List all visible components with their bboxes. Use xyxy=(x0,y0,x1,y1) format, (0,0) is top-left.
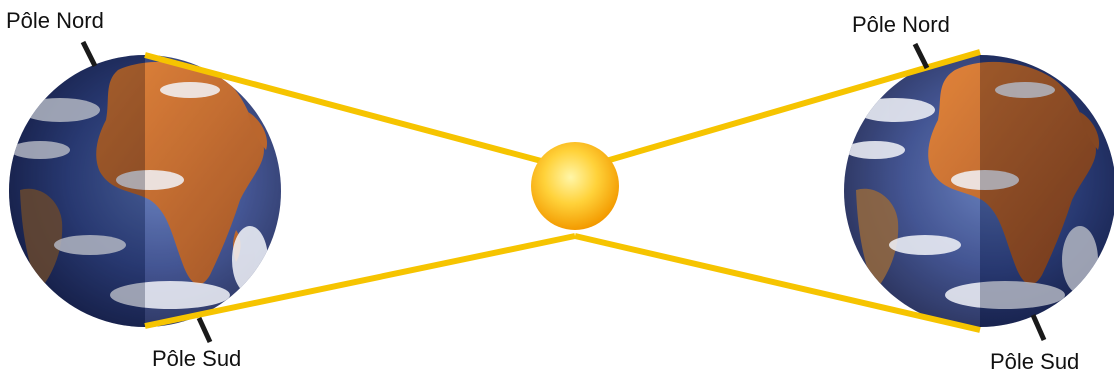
left-south-pole-tick xyxy=(199,318,210,342)
right-south-pole-tick xyxy=(1033,315,1044,340)
left-north-pole-tick xyxy=(83,42,95,66)
right-north-pole-label: Pôle Nord xyxy=(852,12,950,37)
right-earth-globe xyxy=(840,40,1114,350)
sun-icon xyxy=(531,142,619,230)
right-north-pole-tick xyxy=(915,44,927,68)
left-south-pole-label: Pôle Sud xyxy=(152,346,241,371)
left-north-pole-label: Pôle Nord xyxy=(6,8,104,33)
right-south-pole-label: Pôle Sud xyxy=(990,349,1079,374)
